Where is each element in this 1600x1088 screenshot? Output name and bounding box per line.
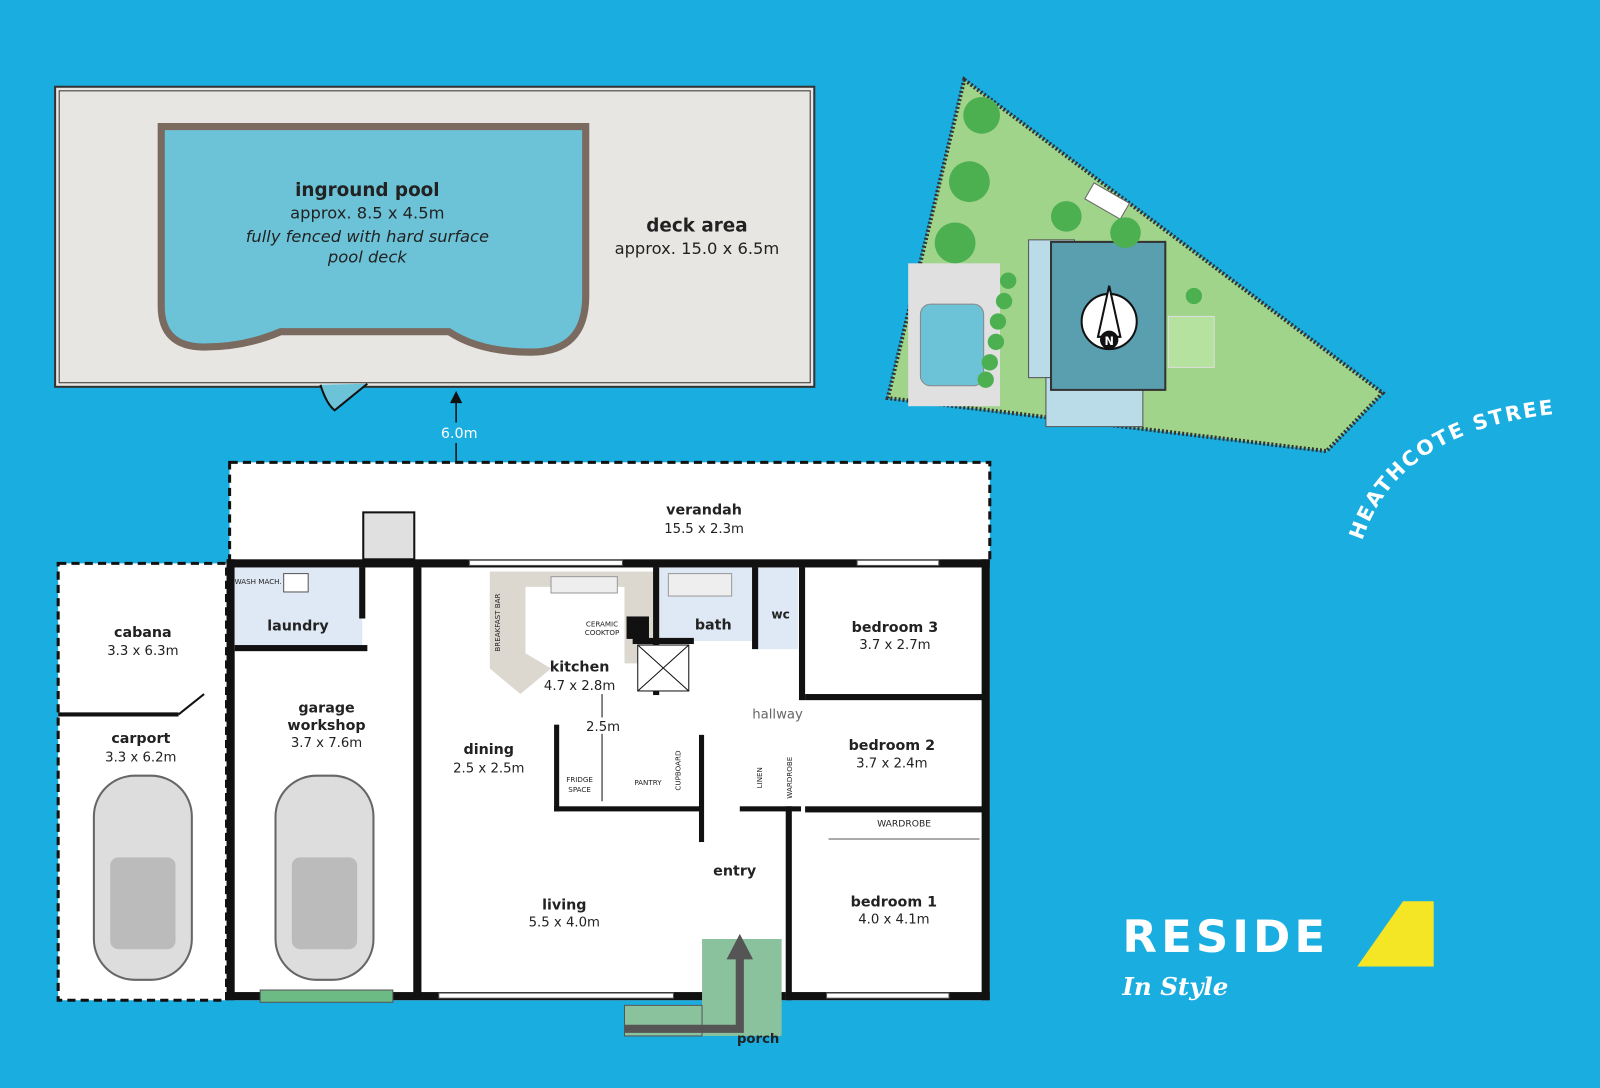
- hall-wardrobe-label: WARDROBE: [785, 756, 794, 798]
- deck-title: deck area: [646, 216, 747, 237]
- room-cabana-size: 3.3 x 6.3m: [107, 644, 178, 659]
- room-bedroom-2: bedroom 2: [849, 738, 935, 754]
- bedroom-1-wardrobe-label: WARDROBE: [877, 819, 931, 830]
- room-dining: dining: [464, 742, 515, 758]
- linen-label: LINEN: [755, 767, 764, 788]
- pool-note: fully fenced with hard surface: [246, 227, 489, 246]
- room-porch: porch: [737, 1032, 779, 1047]
- logo-brand: RESIDE: [1122, 910, 1329, 963]
- room-entry: entry: [713, 864, 757, 880]
- room-garage-line2: workshop: [287, 718, 365, 734]
- room-carport-size: 3.3 x 6.2m: [105, 750, 176, 765]
- room-kitchen-size: 4.7 x 2.8m: [544, 679, 615, 694]
- compass-label: N: [1104, 335, 1113, 348]
- pool: [157, 122, 590, 356]
- room-laundry: laundry: [267, 619, 329, 635]
- pantry-label: PANTRY: [634, 778, 662, 787]
- room-garage: garage: [298, 700, 354, 716]
- room-bath: bath: [695, 618, 732, 634]
- room-living-size: 5.5 x 4.0m: [529, 916, 600, 931]
- room-hallway: hallway: [752, 708, 803, 723]
- room-bedroom-3-size: 3.7 x 2.7m: [859, 638, 930, 653]
- room-cabana: cabana: [114, 625, 172, 641]
- pool-title: inground pool: [295, 180, 439, 201]
- pool-size: approx. 8.5 x 4.5m: [290, 203, 444, 222]
- room-verandah: verandah: [666, 502, 742, 518]
- house: [56, 460, 992, 1037]
- distance-label: 6.0m: [441, 426, 478, 442]
- room-kitchen: kitchen: [550, 660, 610, 676]
- room-bedroom-1: bedroom 1: [851, 894, 937, 910]
- room-bedroom-1-size: 4.0 x 4.1m: [858, 913, 929, 928]
- cupboard-label: CUPBOARD: [674, 750, 683, 791]
- fridge-label-2: SPACE: [568, 785, 591, 794]
- car-icon: [92, 774, 193, 981]
- room-bedroom-2-size: 3.7 x 2.4m: [856, 757, 927, 772]
- car-icon: [274, 774, 375, 981]
- room-bedroom-3: bedroom 3: [852, 620, 938, 636]
- site-plan: N: [885, 76, 1386, 454]
- pool-gate: [319, 382, 368, 412]
- reside-logo: RESIDE In Style: [1121, 901, 1434, 1001]
- room-living: living: [542, 897, 586, 913]
- deck-area: inground pool approx. 8.5 x 4.5m fully f…: [54, 85, 816, 412]
- compass-icon: N: [1080, 285, 1138, 351]
- wash-machine-label: WASH MACH.: [235, 577, 282, 586]
- room-wc: wc: [771, 608, 790, 622]
- deck-size: approx. 15.0 x 6.5m: [615, 239, 780, 258]
- room-carport: carport: [111, 731, 170, 747]
- breakfast-bar-label: BREAKFAST BAR: [493, 594, 502, 652]
- kitchen-height-label: 2.5m: [586, 720, 620, 735]
- cooktop-label: CERAMIC: [586, 620, 618, 629]
- fridge-label: FRIDGE: [566, 775, 593, 784]
- room-garage-size: 3.7 x 7.6m: [291, 736, 362, 751]
- pool-note-2: pool deck: [327, 247, 407, 266]
- room-verandah-size: 15.5 x 2.3m: [664, 522, 744, 537]
- cooktop-label-2: COOKTOP: [585, 628, 620, 637]
- room-dining-size: 2.5 x 2.5m: [453, 762, 524, 777]
- logo-tagline: In Style: [1121, 972, 1228, 1001]
